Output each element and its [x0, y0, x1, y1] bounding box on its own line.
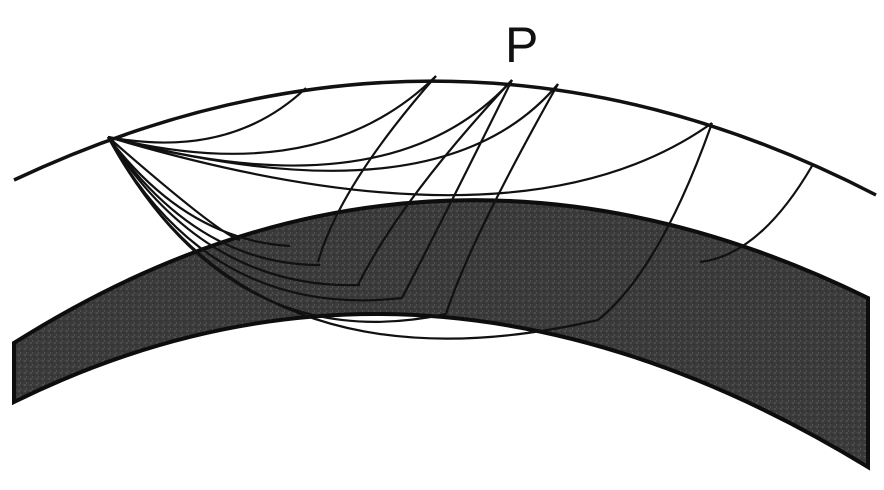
ray-path [108, 123, 712, 195]
inner-shell-band [14, 200, 868, 467]
ray-path [108, 84, 558, 171]
ray-path [108, 80, 512, 166]
point-label: P [505, 17, 538, 73]
